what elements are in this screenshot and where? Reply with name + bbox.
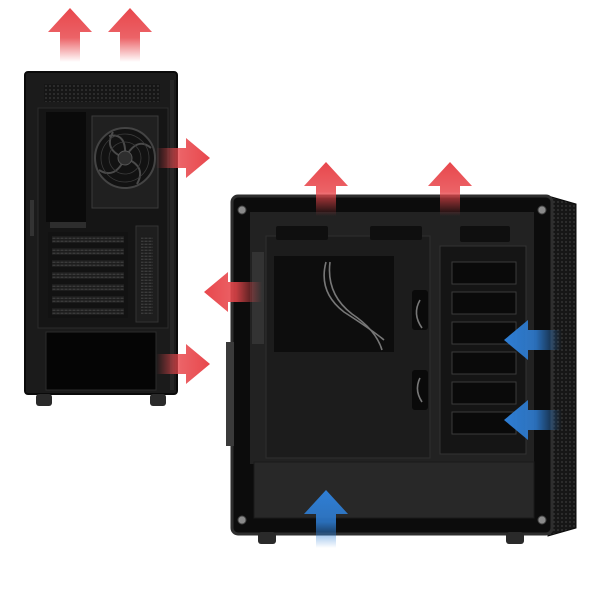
rear-foot-left xyxy=(36,394,52,406)
internal-cables xyxy=(323,261,423,403)
arrow-left-icon xyxy=(504,320,562,360)
exhaust-arrow-side-rear xyxy=(204,272,262,312)
psu-bay xyxy=(45,331,157,391)
intake-arrow-front-upper xyxy=(504,320,562,360)
drive-sleds xyxy=(451,261,517,435)
side-foot-left xyxy=(258,532,276,544)
side-foot-right xyxy=(506,532,524,544)
rear-top-vent xyxy=(44,84,160,102)
rear-interior-opening xyxy=(46,112,86,222)
exhaust-arrow-top-side-2 xyxy=(428,162,472,216)
arrow-right-icon xyxy=(156,138,210,178)
arrow-up-icon xyxy=(428,162,472,216)
exhaust-arrow-rear-bottom xyxy=(156,344,210,384)
psu-shroud xyxy=(253,461,535,519)
exhaust-arrow-rear-fan xyxy=(156,138,210,178)
arrow-up-icon xyxy=(48,8,92,62)
rear-foot-right xyxy=(150,394,166,406)
io-shield xyxy=(50,222,86,228)
exhaust-arrow-top-rear-2 xyxy=(108,8,152,62)
intake-arrow-bottom xyxy=(304,490,348,548)
arrow-left-icon xyxy=(504,400,562,440)
side-case-view xyxy=(226,194,577,544)
exhaust-arrow-top-rear-1 xyxy=(48,8,92,62)
exhaust-arrow-top-side-1 xyxy=(304,162,348,216)
arrow-up-icon xyxy=(108,8,152,62)
expansion-slots xyxy=(48,232,128,318)
arrow-up-icon xyxy=(304,490,348,548)
rear-case-view xyxy=(24,71,178,406)
arrow-up-icon xyxy=(304,162,348,216)
glass-screws xyxy=(237,205,547,525)
cpu-cutout xyxy=(274,256,394,352)
arrow-right-icon xyxy=(156,344,210,384)
arrow-left-icon xyxy=(204,272,262,312)
intake-arrow-front-lower xyxy=(504,400,562,440)
